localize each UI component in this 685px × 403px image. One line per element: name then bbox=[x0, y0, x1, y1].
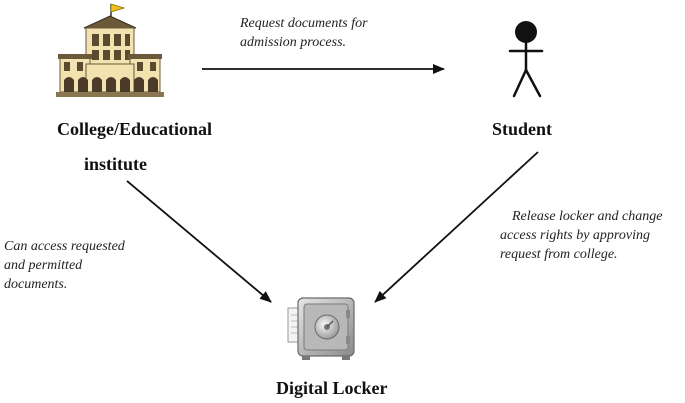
college-label-line2: institute bbox=[84, 154, 147, 174]
edge-label-line: access rights by approving bbox=[500, 228, 650, 243]
arrow-college-to-locker bbox=[126, 180, 272, 303]
college-building-icon bbox=[56, 3, 164, 97]
edge-label-line: Release locker and change bbox=[512, 209, 663, 224]
stick-figure-icon bbox=[508, 21, 544, 98]
edge-label-line: and permitted bbox=[4, 258, 83, 273]
edge-label-line: request from college. bbox=[500, 247, 618, 262]
edge-label-college-to-student: Request documents for admission process. bbox=[240, 14, 368, 52]
arrow-student-to-locker bbox=[374, 151, 539, 303]
locker-label: Digital Locker bbox=[276, 378, 388, 398]
safe-locker-icon bbox=[287, 297, 355, 360]
edge-label-student-to-locker: Release locker and change access rights … bbox=[500, 207, 662, 264]
edge-label-line: Can access requested bbox=[4, 239, 125, 254]
edge-label-line: Request documents for bbox=[240, 16, 368, 31]
student-label: Student bbox=[492, 119, 553, 139]
college-label-line1: College/Educational bbox=[57, 119, 213, 139]
edge-label-line: documents. bbox=[4, 277, 68, 292]
edge-label-college-to-locker: Can access requested and permitted docum… bbox=[4, 237, 125, 294]
edge-label-line: admission process. bbox=[240, 35, 347, 50]
